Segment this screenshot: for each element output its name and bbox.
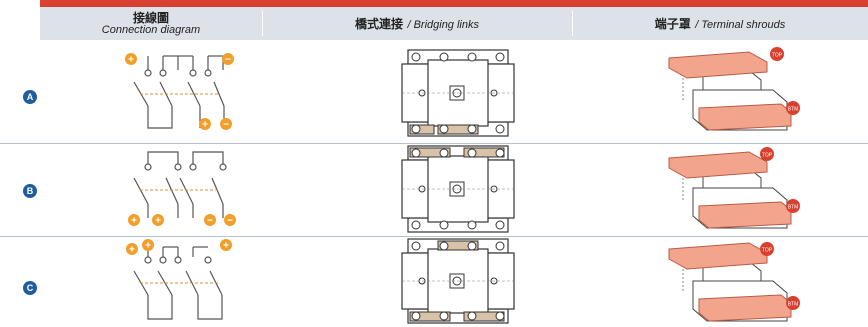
terminal-symbol: − — [207, 216, 213, 227]
connection-diagram: + − + − — [118, 48, 248, 140]
table-header: 接線圖 Connection diagram 橋式連接 / Bridging l… — [40, 7, 868, 40]
row-divider — [0, 236, 868, 237]
header-terminal-shrouds: 端子罩 / Terminal shrouds — [572, 7, 868, 40]
terminal-minus-marker — [222, 53, 234, 65]
shroud-bottom-label: BTM — [788, 205, 799, 211]
table-row-b: B + + − − — [0, 144, 868, 236]
top-accent-bar — [40, 0, 868, 7]
terminal-symbol: + — [128, 55, 134, 66]
row-divider — [0, 143, 868, 144]
bridging-links-drawing — [398, 46, 518, 140]
header-bridging-zh: 橋式連接 — [354, 16, 403, 31]
terminal-symbol: + — [129, 245, 135, 256]
header-bridging-en: / Bridging links — [407, 18, 479, 31]
terminal-symbol: + — [145, 241, 151, 252]
terminal-symbol: − — [223, 120, 229, 131]
connection-diagram: + + + — [118, 239, 248, 325]
terminal-shroud-drawing: TOP BTM — [663, 237, 803, 327]
terminal-symbol: − — [227, 216, 233, 227]
terminal-symbol: + — [202, 120, 208, 131]
shroud-top-label: TOP — [762, 248, 773, 254]
row-label-badge: B — [23, 184, 37, 198]
shroud-bottom-label: BTM — [788, 302, 799, 308]
shroud-bottom-label: BTM — [788, 107, 799, 113]
header-bridging-links: 橋式連接 / Bridging links — [262, 7, 572, 40]
bridging-links-drawing — [398, 144, 518, 236]
terminal-symbol: + — [131, 216, 137, 227]
shroud-top-label: TOP — [762, 153, 773, 159]
terminal-symbol: − — [225, 55, 231, 66]
header-connection-zh: 接線圖 — [132, 10, 169, 25]
terminal-shroud-drawing: TOP BTM — [663, 46, 803, 142]
terminal-symbol: + — [223, 241, 229, 252]
header-shrouds-en: / Terminal shrouds — [695, 18, 786, 31]
header-connection-diagram: 接線圖 Connection diagram — [40, 7, 262, 40]
header-shrouds-zh: 端子罩 — [654, 16, 691, 31]
table-row-c: C + + + — [0, 237, 868, 327]
connection-diagram: + + − − — [118, 146, 248, 234]
row-label-badge: A — [23, 90, 37, 104]
terminal-symbol: + — [155, 216, 161, 227]
header-divider — [262, 11, 263, 36]
terminal-plus-marker — [125, 53, 137, 65]
row-label-badge: C — [23, 281, 37, 295]
bridging-links-drawing — [398, 237, 518, 327]
terminal-minus-marker — [220, 118, 232, 130]
header-connection-en: Connection diagram — [101, 23, 201, 36]
shroud-top-label: TOP — [772, 53, 783, 59]
header-divider — [572, 11, 573, 36]
terminal-shroud-drawing: TOP BTM — [663, 144, 803, 236]
table-row-a: A + − + − — [0, 40, 868, 143]
terminal-plus-marker — [199, 118, 211, 130]
